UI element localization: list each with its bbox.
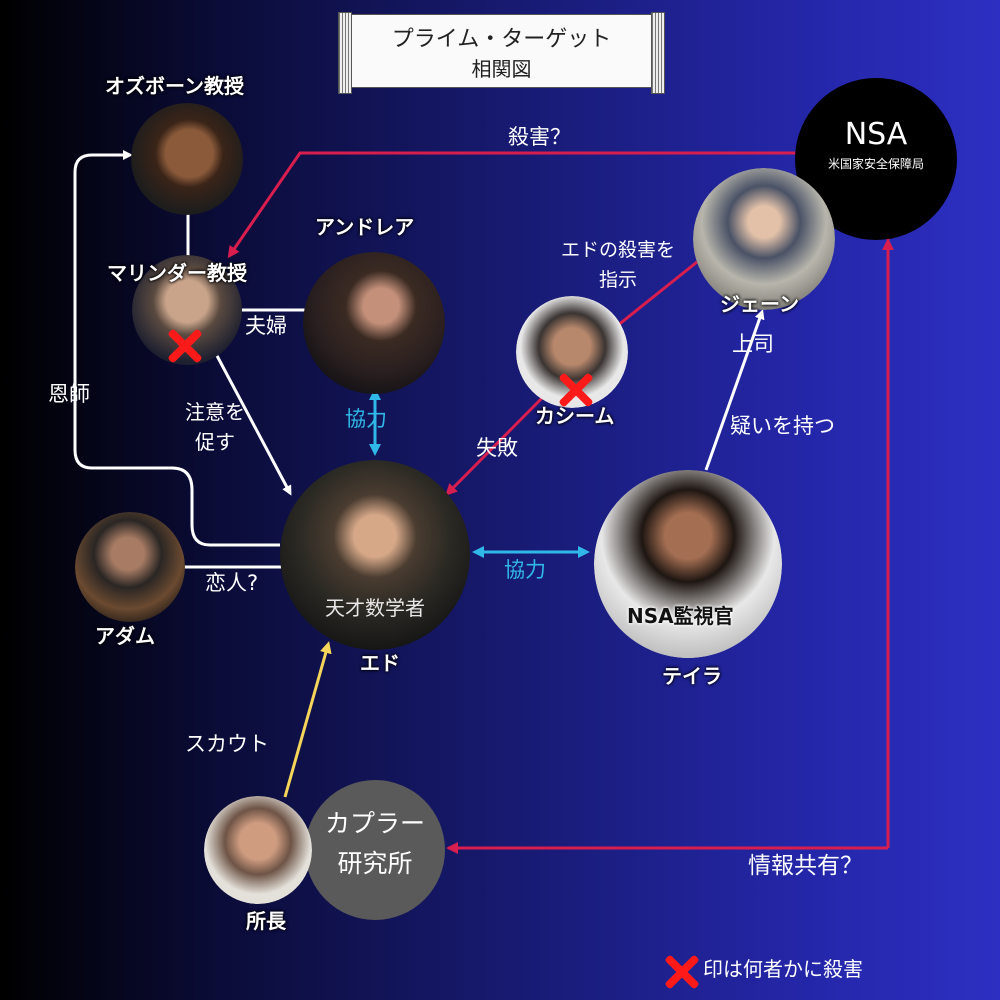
nsa-fullname: 米国家安全保障局	[827, 157, 924, 171]
relation-warn-1: 注意を	[185, 400, 245, 424]
title-sub: 相関図	[471, 57, 532, 81]
kepler-institute-node	[305, 780, 445, 920]
link-nsa-mallinder	[227, 151, 800, 259]
link-director-ed	[283, 641, 332, 798]
legend-text: 印は何者かに殺害	[703, 957, 863, 981]
mallinder-killed-mark	[167, 328, 203, 364]
scroll-roll-left	[338, 12, 352, 94]
link-taylor-jane	[704, 309, 765, 471]
nsa-label: NSA	[844, 117, 908, 152]
taylor-caption: NSA監視官	[627, 604, 734, 628]
relation-coop-andrea: 協力	[345, 407, 387, 431]
relation-suspect: 疑いを持つ	[730, 414, 835, 438]
link-kasim-ed	[445, 393, 547, 496]
director-portrait	[204, 796, 312, 904]
adam-name: アダム	[95, 624, 155, 648]
relation-warn-2: 促す	[195, 430, 235, 454]
kasim-name: カシーム	[535, 404, 615, 428]
relation-murder-q: 殺害？	[508, 125, 571, 149]
taylor-portrait	[594, 470, 782, 658]
title-banner: プライム・ターゲット 相関図	[338, 12, 665, 94]
jane-portrait	[693, 168, 835, 310]
relation-info-share: 情報共有？	[748, 853, 863, 879]
link-jane-kasim	[608, 260, 698, 333]
ed-name: エド	[360, 651, 400, 675]
adam-portrait	[75, 512, 185, 622]
relation-fail: 失敗	[476, 436, 518, 460]
relation-boss: 上司	[732, 332, 774, 356]
director-name: 所長	[246, 909, 286, 933]
ed-caption: 天才数学者	[325, 596, 425, 620]
title-main: プライム・ターゲット	[391, 27, 612, 52]
relation-couple: 夫婦	[245, 314, 287, 338]
relation-coop-taylor: 協力	[504, 558, 546, 582]
relation-mentor: 恩師	[48, 382, 90, 406]
andrea-name: アンドレア	[315, 215, 415, 239]
relation-order-1: エドの殺害を	[560, 239, 675, 261]
kepler-line2: 研究所	[337, 849, 413, 878]
kepler-line1: カプラー	[324, 809, 425, 838]
taylor-name: テイラ	[662, 664, 722, 688]
kasim-killed-mark	[558, 372, 594, 408]
legend-x-icon	[664, 954, 696, 986]
andrea-portrait	[303, 252, 445, 394]
link-mallinder-ed	[213, 351, 292, 496]
osborne-portrait	[131, 103, 243, 215]
ed-portrait	[280, 460, 470, 650]
jane-name: ジェーン	[720, 292, 799, 316]
mallinder-name: マリンダー教授	[107, 261, 247, 285]
scroll-roll-right	[651, 12, 665, 94]
osborne-name: オズボーン教授	[105, 74, 244, 98]
relation-scout: スカウト	[185, 732, 269, 756]
relation-lover-q: 恋人?	[205, 571, 259, 595]
link-ed-osborne	[73, 150, 280, 547]
relation-order-2: 指示	[598, 269, 637, 291]
